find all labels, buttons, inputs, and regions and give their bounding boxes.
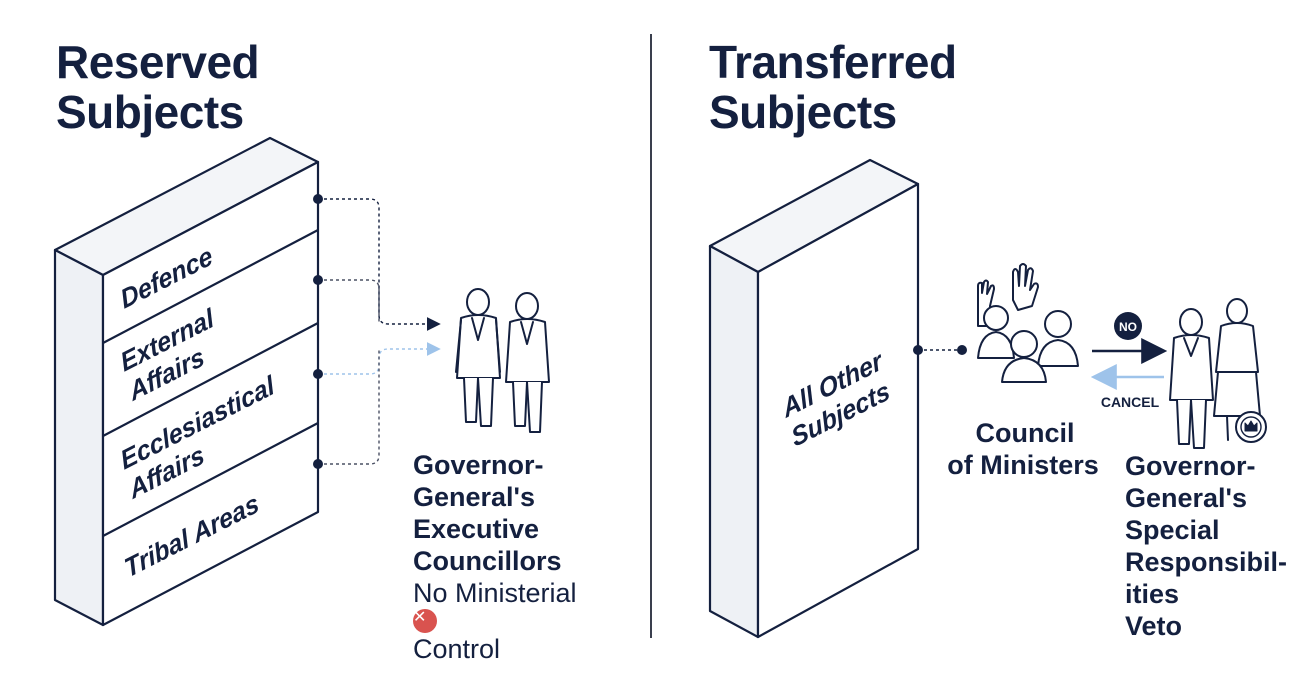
no-ministerial-control-note: No Ministerial ✕ [413, 577, 577, 633]
reserved-subjects-heading: Reserved Subjects [56, 36, 260, 138]
caption-line: ities [1125, 579, 1180, 609]
caption-line: Special [1125, 515, 1220, 545]
connector-dots [313, 194, 323, 469]
councillor-figure-1-icon [455, 288, 501, 427]
caption-line: Governor- [1125, 451, 1256, 481]
reserved-connectors [318, 198, 441, 465]
veto-arrows: NO CANCEL [1090, 312, 1168, 410]
executive-councillors-caption: Governor- General's Executive Councillor… [413, 449, 577, 665]
no-label: NO [1119, 320, 1137, 334]
caption-line: Councillors [413, 546, 562, 576]
x-circle-icon: ✕ [413, 609, 437, 633]
heading-line-2: Subjects [709, 86, 897, 138]
councillor-figure-2-icon [505, 292, 550, 433]
transferred-subjects-heading: Transferred Subjects [709, 37, 957, 137]
governor-general-veto-caption: Governor- General's Special Responsibil-… [1125, 450, 1287, 642]
caption-line: Responsibil- [1125, 547, 1288, 577]
executive-councillors-figures [455, 288, 550, 433]
cancel-label: CANCEL [1101, 394, 1160, 410]
heading-line-2: Subjects [56, 86, 244, 138]
council-of-ministers-caption: Council of Ministers [940, 417, 1110, 481]
heading-line-1: Reserved [56, 36, 260, 88]
council-connector-dot-a [913, 345, 923, 355]
caption-line: General's [1125, 483, 1247, 513]
council-of-ministers-icon [977, 263, 1079, 383]
no-badge [1114, 312, 1142, 340]
note-line-2: Control [413, 634, 501, 664]
heading-line-1: Transferred [709, 36, 957, 88]
caption-line: Governor- [413, 450, 544, 480]
council-connector-dot-b [957, 345, 967, 355]
note-line-1: No Ministerial [413, 578, 577, 608]
all-other-subjects-block [708, 158, 920, 639]
royal-seal-icon [1235, 411, 1267, 443]
caption-line: Veto [1125, 611, 1183, 641]
reserved-subjects-block [53, 136, 320, 627]
caption-line: Executive [413, 514, 540, 544]
governor-general-figures [1169, 298, 1267, 449]
caption-line: of Ministers [947, 450, 1099, 480]
caption-line: Council [975, 418, 1075, 448]
caption-line: General's [413, 482, 535, 512]
center-divider [650, 34, 652, 638]
governor-general-figure-icon [1169, 308, 1214, 449]
